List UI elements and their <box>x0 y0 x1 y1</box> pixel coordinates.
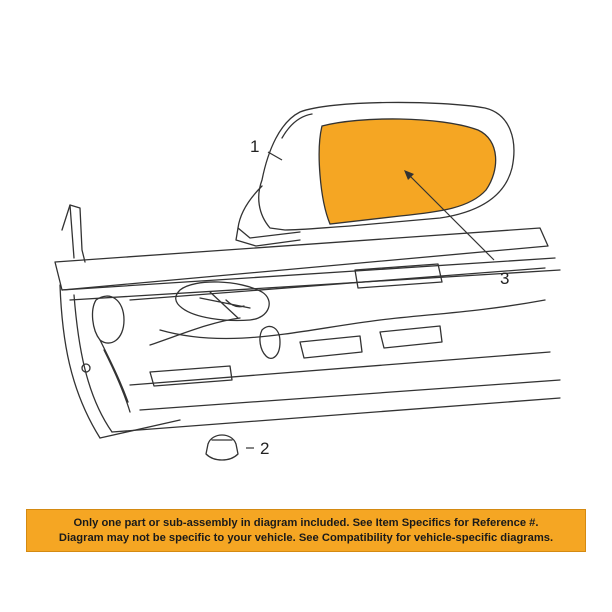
arrow-head-3 <box>404 170 414 180</box>
door-contour <box>159 299 546 340</box>
door-frame-top-inner <box>61 257 556 291</box>
callout-2: 2 <box>260 439 269 458</box>
disclaimer-line-2: Diagram may not be specific to your vehi… <box>58 531 554 544</box>
handle-mechanism <box>199 291 251 319</box>
door-lower-sill <box>111 397 561 433</box>
push-pin-clip <box>205 434 239 461</box>
mirror-housing-inner-edge <box>281 113 313 139</box>
mirror-housing <box>258 101 515 231</box>
hinge-hole <box>81 363 91 373</box>
door-frame-second-rail <box>69 269 561 301</box>
cavity-pocket-1 <box>299 335 363 359</box>
door-panel-bottom <box>99 419 181 439</box>
a-pillar <box>61 204 86 263</box>
door-panel-left-edge-2 <box>73 294 113 433</box>
lock-rod <box>149 317 241 346</box>
speaker-opening <box>91 295 125 344</box>
callout-3: 3 <box>500 269 509 288</box>
door-frame-top <box>54 227 549 291</box>
door-lower-sill-2 <box>139 379 561 411</box>
wire-harness <box>99 339 131 413</box>
disclaimer-line-1: Only one part or sub-assembly in diagram… <box>73 516 539 529</box>
inner-rail <box>129 267 551 386</box>
callout-1: 1 <box>250 137 259 156</box>
cavity-pocket-3 <box>149 365 233 387</box>
a-pillar-inner <box>69 204 75 259</box>
mirror-base-foot <box>235 227 301 247</box>
handle-recess <box>175 281 270 322</box>
leader-1 <box>267 151 283 161</box>
leader-3 <box>407 173 495 261</box>
cavity-pocket-2 <box>379 325 443 349</box>
disclaimer-banner: Only one part or sub-assembly in diagram… <box>26 509 586 552</box>
oval-hole <box>259 325 281 359</box>
door-panel-left-edge <box>59 284 101 439</box>
